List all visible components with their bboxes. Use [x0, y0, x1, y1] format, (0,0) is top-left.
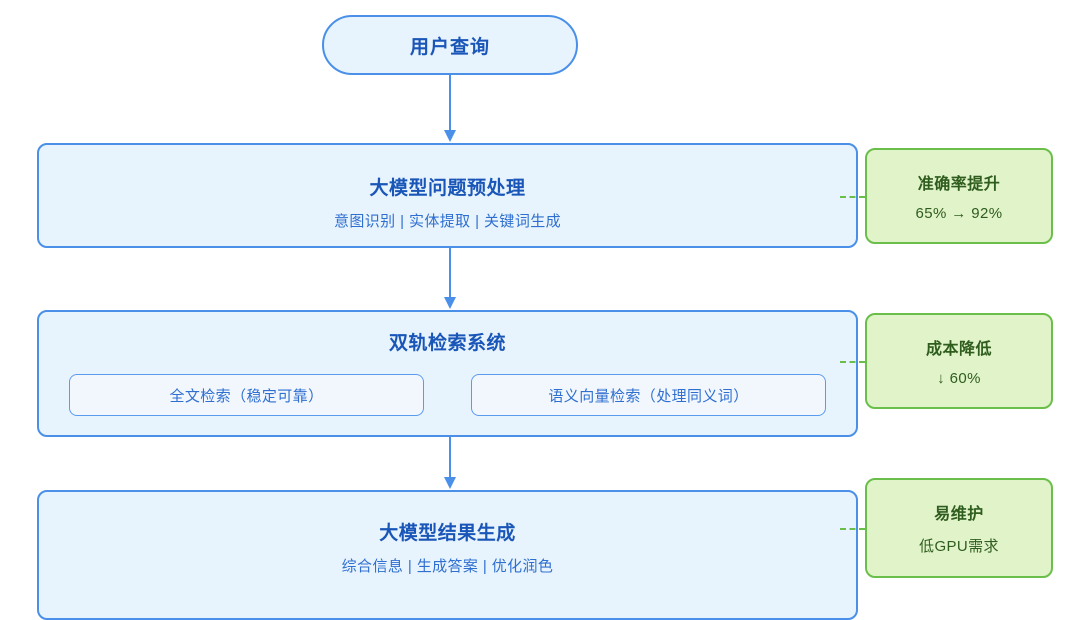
node-stage-preprocessing[interactable]: 大模型问题预处理 意图识别 | 实体提取 | 关键词生成 [37, 143, 858, 248]
badge-easy-maintenance-value: 低GPU需求 [919, 538, 999, 555]
stage-preprocessing-subtitle: 意图识别 | 实体提取 | 关键词生成 [333, 213, 562, 230]
node-user-query-label: 用户查询 [409, 36, 490, 58]
arrow-query-to-stage1 [444, 75, 456, 142]
stage-answer-generation-title: 大模型结果生成 [379, 523, 516, 544]
arrow-stage2-to-stage3 [444, 437, 456, 489]
subnode-fulltext-search[interactable]: 全文检索（稳定可靠） [69, 374, 424, 416]
dashed-link-stage1-badge1 [840, 196, 865, 198]
stage-dual-retrieval-subbox-row: 全文检索（稳定可靠） 语义向量检索（处理同义词） [69, 374, 826, 416]
arrow-stage1-to-stage2 [444, 248, 456, 309]
badge-cost-reduction[interactable]: 成本降低 ↓ 60% [865, 313, 1053, 409]
node-stage-answer-generation[interactable]: 大模型结果生成 综合信息 | 生成答案 | 优化润色 [37, 490, 858, 620]
badge-cost-reduction-value: ↓ 60% [937, 370, 981, 387]
node-stage-dual-retrieval[interactable]: 双轨检索系统 全文检索（稳定可靠） 语义向量检索（处理同义词） [37, 310, 858, 437]
badge-easy-maintenance-title: 易维护 [934, 506, 984, 523]
badge-accuracy-improvement-value: 65% → 92% [915, 205, 1003, 222]
node-user-query[interactable]: 用户查询 [322, 15, 578, 75]
badge-cost-reduction-title: 成本降低 [925, 341, 992, 358]
stage-preprocessing-title: 大模型问题预处理 [369, 178, 526, 199]
dashed-link-stage3-badge3 [840, 528, 865, 530]
flowchart-canvas: 用户查询 大模型问题预处理 意图识别 | 实体提取 | 关键词生成 双轨检索系统… [37, 15, 1053, 620]
badge-easy-maintenance[interactable]: 易维护 低GPU需求 [865, 478, 1053, 578]
arrow-layer [444, 75, 456, 489]
stage-answer-generation-subtitle: 综合信息 | 生成答案 | 优化润色 [341, 558, 554, 575]
subnode-semantic-vector-search[interactable]: 语义向量检索（处理同义词） [471, 374, 826, 416]
badge-accuracy-improvement[interactable]: 准确率提升 65% → 92% [865, 148, 1053, 244]
dashed-link-stage2-badge2 [840, 361, 865, 363]
stage-dual-retrieval-title: 双轨检索系统 [388, 333, 506, 354]
badge-accuracy-improvement-title: 准确率提升 [917, 176, 1001, 193]
subnode-fulltext-search-label: 全文检索（稳定可靠） [169, 387, 324, 405]
subnode-semantic-vector-search-label: 语义向量检索（处理同义词） [548, 387, 749, 405]
